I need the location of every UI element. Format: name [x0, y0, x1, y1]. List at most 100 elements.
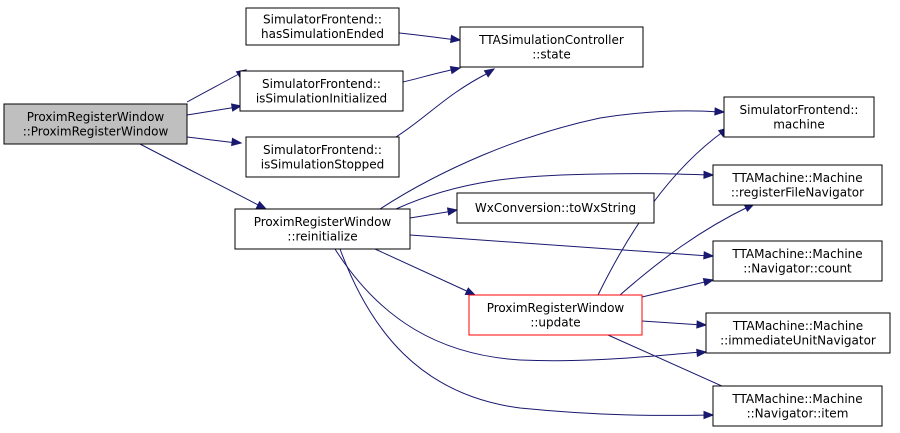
node-box — [245, 7, 400, 46]
node-label-line: TTAMachine::Machine — [732, 319, 863, 333]
node-label-line: machine — [773, 117, 825, 131]
edge-is_sim_init-to-tta_state — [402, 65, 462, 83]
edge-arrowhead — [230, 103, 243, 112]
node-box — [245, 136, 400, 178]
edge-update-to-imm_unit_nav — [641, 320, 708, 329]
node-is_sim_init[interactable]: SimulatorFrontend::isSimulationInitializ… — [239, 70, 404, 112]
node-label-line: SimulatorFrontend:: — [262, 77, 381, 91]
node-has_sim_ended[interactable]: SimulatorFrontend::hasSimulationEnded — [245, 7, 400, 46]
edge-line — [139, 143, 263, 208]
node-label-line: ::state — [532, 47, 570, 61]
edge-line — [186, 106, 238, 116]
node-label-line: TTASimulationController — [478, 33, 624, 47]
node-reg_file_nav[interactable]: TTAMachine::Machine::registerFileNavigat… — [712, 164, 883, 206]
node-label-line: isSimulationInitialized — [256, 91, 387, 105]
node-label-line: ::registerFileNavigator — [731, 185, 864, 199]
edge-line — [398, 32, 457, 41]
edge-reinitialize-to-nav_item — [339, 248, 715, 420]
edge-arrowhead — [696, 320, 708, 329]
edge-arrowhead — [255, 200, 268, 210]
edge-arrowhead — [714, 107, 726, 116]
node-box — [705, 312, 891, 354]
edge-arrowhead — [703, 170, 715, 180]
node-update[interactable]: ProximRegisterWindow::update — [468, 294, 643, 336]
edge-arrowhead — [449, 65, 462, 75]
node-box — [459, 26, 644, 68]
edge-reinitialize-to-nav_count — [409, 234, 715, 260]
node-label-line: hasSimulationEnded — [261, 27, 384, 41]
node-box — [239, 70, 404, 112]
edge-line — [409, 234, 710, 257]
node-label-line: ::Navigator::count — [743, 261, 852, 275]
edge-arrowhead — [450, 34, 462, 44]
node-box — [234, 208, 411, 250]
edge-line — [395, 173, 710, 210]
node-to_wx_string[interactable]: WxConversion::toWxString — [456, 192, 655, 224]
edge-proxim_ctor-to-has_sim_ended — [186, 103, 243, 116]
node-label-line: SimulatorFrontend:: — [263, 143, 382, 157]
edge-line — [607, 334, 734, 392]
edge-arrowhead — [703, 251, 715, 260]
edge-arrowhead — [446, 207, 459, 216]
edge-is_sim_stopped-to-tta_state — [395, 68, 496, 138]
node-label-line: ProximRegisterWindow — [27, 110, 165, 124]
node-label-line: TTAMachine::Machine — [731, 247, 862, 261]
edge-update-to-nav_count — [641, 278, 715, 298]
node-label-line: ::update — [530, 315, 580, 329]
node-is_sim_stopped[interactable]: SimulatorFrontend::isSimulationStopped — [245, 136, 400, 178]
edge-has_sim_ended-to-tta_state — [398, 32, 462, 44]
edge-line — [339, 248, 710, 416]
node-box — [468, 294, 643, 336]
edge-reinitialize-to-reg_file_nav — [395, 170, 715, 210]
edges-layer — [139, 32, 756, 420]
node-label-line: ::reinitialize — [287, 229, 357, 243]
node-imm_unit_nav[interactable]: TTAMachine::Machine::immediateUnitNaviga… — [705, 312, 891, 354]
edge-proxim_ctor-to-is_sim_init — [186, 136, 243, 147]
edge-update-to-reg_file_nav — [619, 203, 756, 296]
edge-line — [402, 68, 457, 83]
edge-reinitialize-to-to_wx_string — [409, 207, 459, 219]
edge-line — [641, 280, 710, 298]
node-box — [723, 96, 875, 138]
node-proxim_ctor[interactable]: ProximRegisterWindow::ProximRegisterWind… — [3, 103, 188, 145]
edge-reinitialize-to-sim_machine — [379, 107, 726, 210]
node-label-line: TTAMachine::Machine — [731, 171, 862, 185]
nodes-layer: ProximRegisterWindow::ProximRegisterWind… — [3, 7, 891, 427]
edge-line — [186, 69, 247, 103]
node-label-line: isSimulationStopped — [261, 157, 384, 171]
node-nav_count[interactable]: TTAMachine::Machine::Navigator::count — [712, 240, 883, 282]
node-box — [3, 103, 188, 145]
edge-arrowhead — [231, 137, 243, 147]
node-label-line: ::Navigator::item — [747, 406, 849, 420]
edge-line — [641, 320, 703, 326]
node-label-line: ProximRegisterWindow — [487, 301, 625, 315]
edge-arrowhead — [703, 410, 715, 420]
edge-line — [379, 110, 721, 210]
node-label-line: ProximRegisterWindow — [254, 215, 392, 229]
edge-line — [409, 210, 454, 219]
edge-line — [619, 205, 751, 296]
node-box — [712, 240, 883, 282]
node-sim_machine[interactable]: SimulatorFrontend::machine — [723, 96, 875, 138]
node-tta_state[interactable]: TTASimulationController::state — [459, 26, 644, 68]
edge-reinitialize-to-update — [374, 248, 477, 296]
edge-line — [374, 248, 472, 294]
edge-line — [395, 71, 491, 138]
edge-arrowhead — [464, 287, 477, 296]
node-label-line: SimulatorFrontend:: — [740, 103, 859, 117]
edge-arrowhead — [696, 348, 708, 358]
edge-reinitialize-to-imm_unit_nav — [334, 248, 708, 362]
edge-arrowhead — [483, 68, 496, 78]
node-box — [712, 385, 883, 427]
node-label-line: SimulatorFrontend:: — [263, 12, 382, 26]
node-reinitialize[interactable]: ProximRegisterWindow::reinitialize — [234, 208, 411, 250]
node-label-line: ::immediateUnitNavigator — [720, 333, 876, 347]
node-box — [456, 192, 655, 224]
edge-line — [186, 136, 238, 144]
node-box — [712, 164, 883, 206]
node-label-line: TTAMachine::Machine — [731, 392, 862, 406]
node-label-line: ::ProximRegisterWindow — [23, 124, 169, 138]
node-nav_item[interactable]: TTAMachine::Machine::Navigator::item — [712, 385, 883, 427]
edge-line — [334, 248, 703, 362]
